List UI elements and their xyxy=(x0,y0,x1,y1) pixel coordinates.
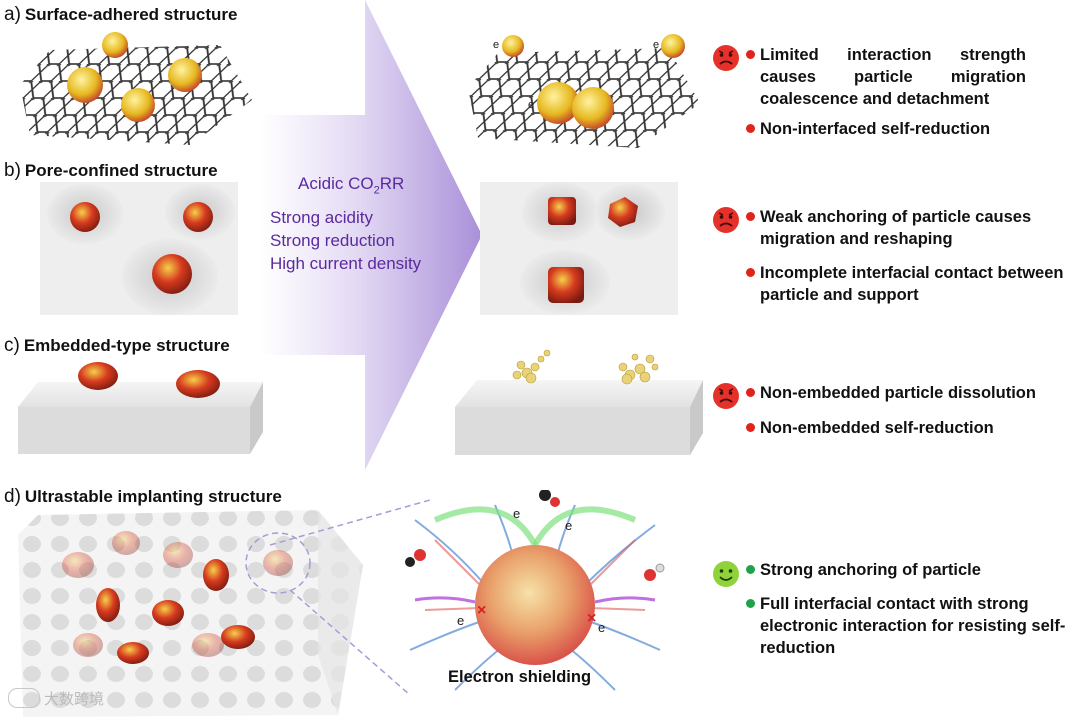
green-bullet-dot xyxy=(746,599,755,608)
outcome-c-point-2: Non-embedded self-reduction xyxy=(746,417,1076,439)
red-bullet-dot xyxy=(746,124,755,133)
condition-reduction: Strong reduction xyxy=(270,231,395,250)
sad-face-icon xyxy=(713,45,739,71)
electron-label-d3: e xyxy=(457,613,464,628)
outcome-a-text-1: Limited interaction strength causes part… xyxy=(760,46,1026,108)
panel-a-title: Surface-adhered structure xyxy=(24,5,238,24)
process-arrow xyxy=(260,0,482,470)
outcome-a-text-2: Non-interfaced self-reduction xyxy=(760,120,991,138)
electron-shielding-caption: Electron shielding xyxy=(448,668,592,686)
panel-c-title: Embedded-type structure xyxy=(23,336,230,355)
panel-a-label: a)Surface-adhered structure xyxy=(4,4,237,26)
electron-label-d2: e xyxy=(565,518,572,533)
outcome-a-point-1: Limited interaction strength causes part… xyxy=(746,44,1026,110)
outcome-d-text-1: Strong anchoring of particle xyxy=(760,561,981,579)
graphene-sheet-before xyxy=(20,32,252,145)
condition-current-density: High current density xyxy=(270,254,422,273)
outcome-b-point-2: Incomplete interfacial contact between p… xyxy=(746,262,1076,306)
outcome-a-point-2: Non-interfaced self-reduction xyxy=(746,118,1026,140)
outcome-d-list: Strong anchoring of particle Full interf… xyxy=(746,559,1078,659)
panel-b-letter: b) xyxy=(4,160,21,181)
electron-label-d4: e xyxy=(598,620,605,635)
electron-shielding-illustration: × × e e e e xyxy=(405,490,665,691)
embedded-slab-before xyxy=(18,362,263,454)
embedded-slab-after xyxy=(455,349,703,455)
panel-b-label: b)Pore-confined structure xyxy=(4,160,218,182)
outcome-c-text-1: Non-embedded particle dissolution xyxy=(760,384,1036,402)
happy-face-icon xyxy=(713,561,739,587)
arrow-title: Acidic CO2RR xyxy=(298,172,404,202)
outcome-c-list: Non-embedded particle dissolution Non-em… xyxy=(746,382,1076,439)
outcome-b-text-2: Incomplete interfacial contact between p… xyxy=(760,264,1064,304)
panel-d-letter: d) xyxy=(4,486,21,507)
outcome-d-point-1: Strong anchoring of particle xyxy=(746,559,1078,581)
arrow-title-subscript: 2 xyxy=(373,184,380,197)
arrow-title-main: Acidic CO xyxy=(298,174,374,193)
svg-text:×: × xyxy=(477,602,486,619)
zoom-connector-lines xyxy=(270,499,431,696)
electron-label-a3: e xyxy=(528,99,534,111)
panel-d-label: d)Ultrastable implanting structure xyxy=(4,486,282,508)
outcome-b-text-1: Weak anchoring of particle causes migrat… xyxy=(760,208,1032,248)
watermark-text: 大数跨境 xyxy=(44,691,105,708)
green-bullet-dot xyxy=(746,565,755,574)
sad-face-icon xyxy=(713,383,739,409)
condition-acidity: Strong acidity xyxy=(270,208,373,227)
red-bullet-dot xyxy=(746,50,755,59)
outcome-b-point-1: Weak anchoring of particle causes migrat… xyxy=(746,206,1076,250)
red-bullet-dot xyxy=(746,268,755,277)
outcome-d-point-2: Full interfacial contact with strong ele… xyxy=(746,593,1078,659)
watermark: 大数跨境 xyxy=(8,688,104,709)
watermark-logo-icon xyxy=(8,688,40,708)
electron-label-a2: e xyxy=(653,39,659,51)
pore-support-after xyxy=(480,182,678,315)
outcome-b-list: Weak anchoring of particle causes migrat… xyxy=(746,206,1076,306)
panel-a-letter: a) xyxy=(4,4,21,25)
arrow-conditions: Strong acidity Strong reduction High cur… xyxy=(270,206,421,275)
implanting-block xyxy=(18,510,363,717)
arrow-title-tail: RR xyxy=(379,174,405,193)
graphene-sheet-after: e e e xyxy=(468,34,700,148)
outcome-a-list: Limited interaction strength causes part… xyxy=(746,44,1026,140)
sad-face-icon xyxy=(713,207,739,233)
red-bullet-dot xyxy=(746,423,755,432)
outcome-c-text-2: Non-embedded self-reduction xyxy=(760,419,994,437)
red-bullet-dot xyxy=(746,212,755,221)
panel-b-title: Pore-confined structure xyxy=(24,161,218,180)
outcome-c-point-1: Non-embedded particle dissolution xyxy=(746,382,1076,404)
panel-c-label: c)Embedded-type structure xyxy=(4,335,230,357)
panel-d-title: Ultrastable implanting structure xyxy=(24,487,282,506)
pore-support-before xyxy=(40,182,238,315)
electron-label-a1: e xyxy=(493,39,499,51)
outcome-d-text-2: Full interfacial contact with strong ele… xyxy=(760,595,1066,657)
electron-label-d1: e xyxy=(513,506,520,521)
red-bullet-dot xyxy=(746,388,755,397)
svg-text:×: × xyxy=(587,610,596,627)
panel-c-letter: c) xyxy=(4,335,20,356)
